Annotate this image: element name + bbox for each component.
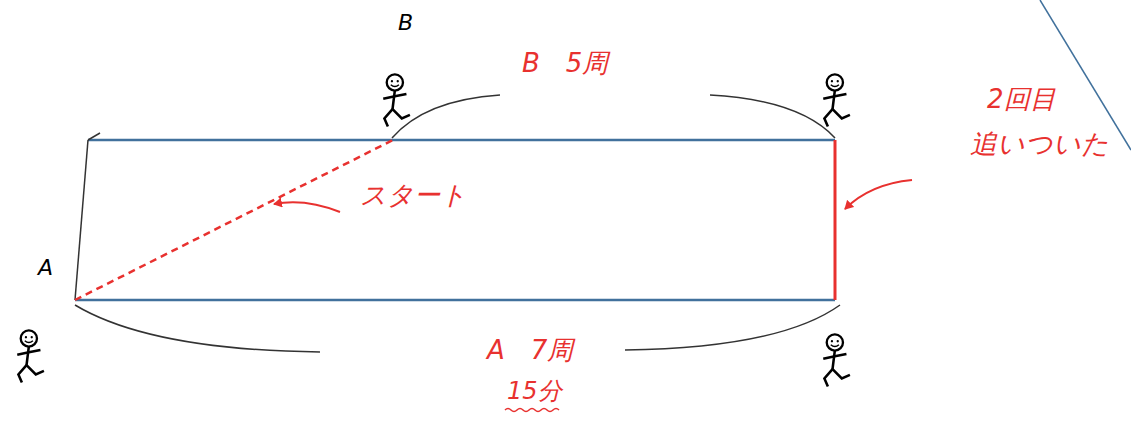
runner-name: B — [396, 10, 415, 36]
track-top — [88, 139, 835, 142]
runner-figure — [823, 334, 850, 386]
bracket — [625, 305, 840, 350]
time-label: 15分 — [505, 377, 564, 406]
bracket — [75, 305, 320, 352]
runner-figure — [823, 74, 850, 126]
catch-up-line — [834, 140, 837, 300]
runner-figure — [383, 74, 410, 126]
track-left — [75, 140, 88, 300]
wavy-underline — [505, 409, 559, 412]
bracket-tick — [88, 133, 100, 140]
pointer-arrow — [274, 202, 340, 212]
start-label: スタート — [358, 180, 469, 211]
runner-figure — [17, 330, 44, 382]
lap-count: B 5周 — [520, 48, 610, 79]
lap-count: A 7周 — [485, 335, 575, 366]
runner-name: A — [36, 255, 55, 281]
pointer-arrow — [845, 180, 912, 209]
bracket — [710, 95, 835, 138]
note-text: 2回目 — [985, 84, 1058, 115]
track-bottom — [75, 299, 835, 302]
note-text: 追いついた — [968, 128, 1111, 160]
start-gap — [75, 140, 393, 300]
